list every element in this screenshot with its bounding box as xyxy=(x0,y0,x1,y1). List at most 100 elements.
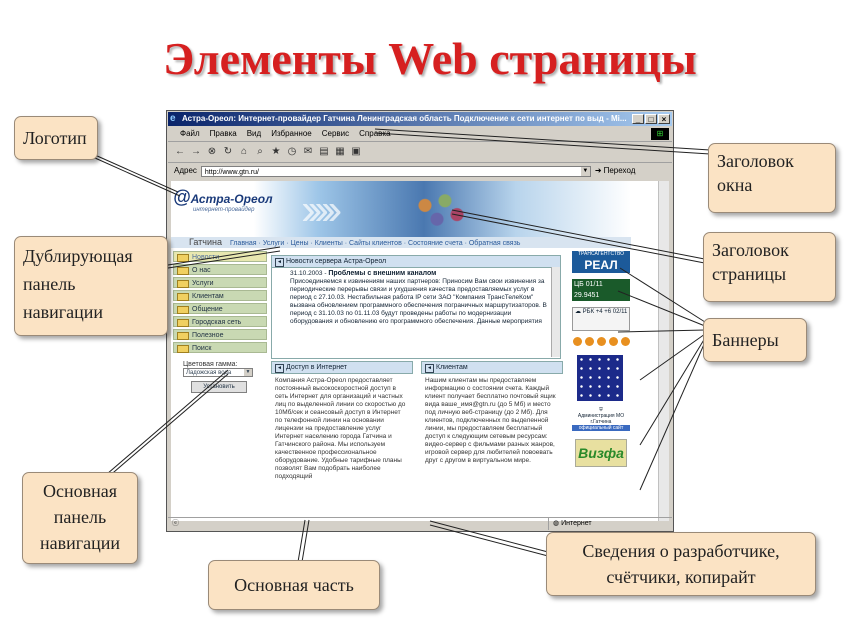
minimize-button[interactable]: _ xyxy=(632,114,644,124)
maximize-button[interactable]: □ xyxy=(645,114,657,124)
globe-icon: ◍ xyxy=(553,520,562,527)
banner-stars[interactable] xyxy=(577,355,623,401)
menu-help[interactable]: Справка xyxy=(359,129,391,138)
news-headline: Проблемы с внешним каналом xyxy=(328,270,437,277)
folder-icon xyxy=(177,306,189,314)
circle-icon xyxy=(584,337,594,346)
callout-page-title: Заголовок страницы xyxy=(703,232,836,302)
window-title: Астра-Ореол: Интернет-провайдер Гатчина … xyxy=(182,114,627,123)
home-icon[interactable]: ⌂ xyxy=(240,146,248,157)
history-icon[interactable]: ◷ xyxy=(287,146,297,157)
nav-item-about[interactable]: О нас xyxy=(173,264,267,275)
color-scheme-select[interactable]: Ладожская вода ▼ xyxy=(183,368,253,377)
nav-item-news[interactable]: Новости xyxy=(173,251,267,262)
circle-icon xyxy=(596,337,606,346)
discuss-icon[interactable]: ▣ xyxy=(351,146,361,157)
folder-icon xyxy=(177,293,189,301)
address-bar: Адрес http://www.gtn.ru/ ▼ ➜ Переход xyxy=(168,163,672,179)
address-value: http://www.gtn.ru/ xyxy=(204,168,259,176)
news-text: Присоединяемся к извинениям наших партне… xyxy=(290,278,547,325)
menu-view[interactable]: Вид xyxy=(246,129,262,138)
folder-icon xyxy=(177,254,189,262)
arrow-left-icon[interactable]: ◄ xyxy=(275,258,284,267)
banner-vizit[interactable]: Визфа xyxy=(575,439,627,467)
callout-logo-text: Логотип xyxy=(23,128,87,148)
header-cubes-image xyxy=(401,187,481,233)
browser-window: e Астра-Ореол: Интернет-провайдер Гатчин… xyxy=(166,110,674,532)
slide-title: Элементы Web страницы xyxy=(163,33,697,84)
address-label: Адрес xyxy=(174,166,197,175)
nav-label: Поиск xyxy=(192,345,212,352)
menu-edit[interactable]: Правка xyxy=(209,129,237,138)
news-header: ◄Новости сервера Астра-Ореол xyxy=(272,256,560,268)
nav-item-communication[interactable]: Общение xyxy=(173,303,267,314)
color-scheme-value: Ладожская вода xyxy=(186,370,232,376)
menu-tools[interactable]: Сервис xyxy=(321,129,350,138)
internet-access-panel: ◄Доступ в Интернет Компания Астра-Ореол … xyxy=(271,361,413,516)
arrow-left-icon[interactable]: ◄ xyxy=(275,364,284,373)
nav-item-useful[interactable]: Полезное xyxy=(173,329,267,340)
nav-item-city-network[interactable]: Городская сеть xyxy=(173,316,267,327)
callout-main-part: Основная часть xyxy=(208,560,380,610)
internet-access-text: Компания Астра-Ореол предоставляет посто… xyxy=(275,377,406,480)
stop-icon[interactable]: ⊗ xyxy=(207,146,217,157)
arrow-left-icon[interactable]: ◄ xyxy=(425,364,434,373)
color-scheme-label: Цветовая гамма: xyxy=(183,361,238,368)
callout-window-title: Заголовок окна xyxy=(708,143,836,213)
circle-icon xyxy=(572,337,582,346)
folder-icon xyxy=(177,267,189,275)
favorites-icon[interactable]: ★ xyxy=(271,146,281,157)
banner-weather-text: РБК +4 +6 02/11 xyxy=(582,309,628,315)
callout-window-title-text: Заголовок окна xyxy=(717,151,794,195)
top-nav-links[interactable]: Главная · Услуги · Цены · Клиенты · Сайт… xyxy=(229,240,521,247)
go-button[interactable]: ➜ Переход xyxy=(595,163,635,179)
set-color-button[interactable]: Установить xyxy=(191,381,247,393)
news-scrollbar[interactable] xyxy=(551,267,560,357)
top-navigation: Гатчина Главная · Услуги · Цены · Клиент… xyxy=(171,237,631,248)
refresh-icon[interactable]: ↻ xyxy=(223,146,233,157)
news-panel: ◄Новости сервера Астра-Ореол 31.10.2003 … xyxy=(271,255,561,359)
callout-dup-nav-text: Дублирующая панель навигации xyxy=(23,246,133,322)
nav-label: Новости xyxy=(192,254,220,261)
forward-icon[interactable]: → xyxy=(191,146,201,157)
callout-footer-info-text: Сведения о разработчике, счётчики, копир… xyxy=(582,541,780,587)
search-icon[interactable]: ⌕ xyxy=(257,146,263,157)
menubar: Файл Правка Вид Избранное Сервис Справка… xyxy=(168,127,672,142)
windows-logo-icon: ⊞ xyxy=(651,128,669,140)
clients-panel: ◄Клиентам Нашим клиентам мы предоставляе… xyxy=(421,361,563,516)
logo-text: Астра-Ореол xyxy=(190,192,273,206)
edit-icon[interactable]: ▦ xyxy=(335,146,345,157)
back-icon[interactable]: ← xyxy=(175,146,185,157)
mail-icon[interactable]: ✉ xyxy=(303,146,313,157)
page-content: @Астра-Ореол интернет-провайдер ››››› Га… xyxy=(171,181,669,521)
address-input[interactable]: http://www.gtn.ru/ ▼ xyxy=(200,165,591,177)
site-logo[interactable]: @Астра-Ореол xyxy=(173,187,273,208)
menu-favorites[interactable]: Избранное xyxy=(271,129,312,138)
nav-item-services[interactable]: Услуги xyxy=(173,277,267,288)
nav-label: О нас xyxy=(192,267,211,274)
banner-circles[interactable] xyxy=(572,337,630,349)
banner-weather[interactable]: ☁ РБК +4 +6 02/11 xyxy=(572,307,630,331)
print-icon[interactable]: ▤ xyxy=(319,146,329,157)
close-button[interactable]: × xyxy=(658,114,670,124)
nav-item-clients[interactable]: Клиентам xyxy=(173,290,267,301)
news-date: 31.10.2003 xyxy=(290,270,323,277)
menu-file[interactable]: Файл xyxy=(180,129,200,138)
status-zone: ◍ Интернет xyxy=(548,518,592,530)
nav-item-search[interactable]: Поиск xyxy=(173,342,267,353)
clients-text: Нашим клиентам мы предоставляем информац… xyxy=(425,377,556,464)
left-navigation: Новости О нас Услуги Клиентам Общение Го… xyxy=(173,251,267,393)
page-scrollbar[interactable] xyxy=(658,181,669,521)
news-body: 31.10.2003 - Проблемы с внешним каналом … xyxy=(290,270,547,325)
banner-adm-line1: Администрация МО г.Гатчина xyxy=(577,413,625,425)
callout-main-nav: Основная панель навигации xyxy=(22,472,138,564)
at-icon: @ xyxy=(173,187,191,207)
banner-real-top: ТРАНСАГЕНТСТВО xyxy=(577,251,625,257)
news-header-label: Новости сервера Астра-Ореол xyxy=(286,258,387,265)
chevron-down-icon: ▼ xyxy=(244,369,252,376)
chevron-down-icon[interactable]: ▼ xyxy=(580,166,590,176)
